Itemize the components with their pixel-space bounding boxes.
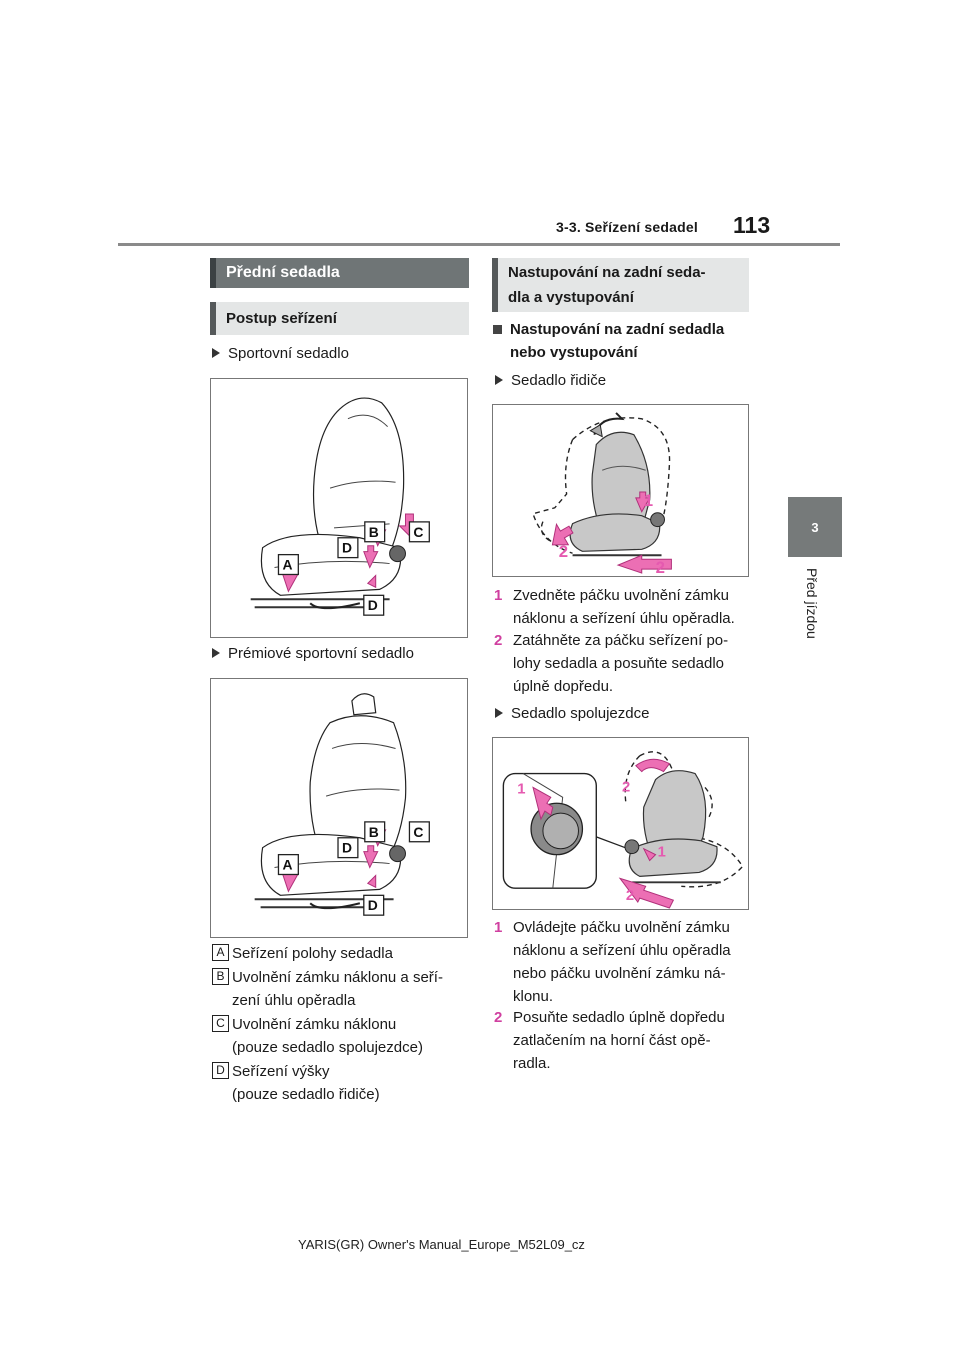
passenger-step-1-line1: Ovládejte páčku uvolnění zámku [513, 919, 730, 936]
fig-number-1: 1 [644, 491, 653, 510]
section-title-text: Přední sedadla [226, 264, 340, 281]
premium-seat-label: Prémiové sportovní sedadlo [212, 642, 414, 665]
sport-seat-label-text: Sportovní sedadlo [228, 345, 349, 362]
passenger-step-2-line1: Posuňte sedadlo úplně dopředu [513, 1009, 725, 1026]
passenger-step-1-number: 1 [494, 919, 503, 936]
fig4-number-2b: 2 [626, 888, 634, 904]
legend-item-b: B Uvolnění zámku náklonu a seří- zení úh… [212, 966, 472, 1012]
legend-key-c: C [212, 1015, 229, 1032]
driver-step-1-line2: náklonu a seřízení úhlu opěradla. [513, 610, 735, 627]
section-title-rear-line1: Nastupování na zadní seda- [508, 264, 706, 281]
fig2-label-d-bottom: D [368, 897, 378, 913]
premium-seat-figure: A B C D D [210, 678, 468, 938]
driver-seat-label-text: Sedadlo řidiče [511, 372, 607, 389]
legend-text-c: Uvolnění zámku náklonu [232, 1016, 397, 1033]
header-section-title: 3-3. Seřízení sedadel [556, 219, 698, 235]
passenger-step-2: 2 Posuňte sedadlo úplně dopředu zatlačen… [494, 1006, 756, 1075]
rear-entry-heading-line2: nebo vystupování [510, 344, 638, 361]
legend-text-d: Seřízení výšky [232, 1063, 330, 1080]
premium-seat-illustration: A B C D D [254, 693, 430, 916]
triangle-bullet-icon [495, 708, 503, 718]
passenger-step-2-number: 2 [494, 1009, 503, 1026]
fig-label-c: C [413, 524, 423, 540]
fig-number-2a: 2 [559, 542, 568, 561]
passenger-step-1: 1 Ovládejte páčku uvolnění zámku náklonu… [494, 916, 756, 1008]
subsection-title-text: Postup seřízení [226, 310, 337, 327]
premium-seat-label-text: Prémiové sportovní sedadlo [228, 645, 414, 662]
fig-label-d-top: D [342, 540, 352, 556]
fig4-number-1b: 1 [658, 845, 666, 861]
footer-manual-id: YARIS(GR) Owner's Manual_Europe_M52L09_c… [298, 1237, 585, 1252]
passenger-step-1-line4: klonu. [513, 988, 554, 1005]
fig4-number-1a: 1 [517, 781, 525, 797]
rear-entry-heading-line1: Nastupování na zadní sedadla [510, 321, 725, 338]
sport-seat-figure: A B C D D [210, 378, 468, 638]
legend-key-b: B [212, 968, 229, 985]
fig-label-d-bottom: D [368, 597, 378, 613]
legend-text-b-2: zení úhlu opěradla [232, 992, 356, 1009]
passenger-step-2-line2: zatlačením na horní část opě- [513, 1032, 711, 1049]
driver-step-2-line2: lohy sedadla a posuňte sedadlo [513, 655, 724, 672]
legend-key-d: D [212, 1062, 229, 1079]
fig4-number-2a: 2 [622, 779, 630, 795]
fig2-label-d-top: D [342, 840, 352, 856]
section-title-rear-entry: Nastupování na zadní seda- dla a vystupo… [492, 258, 749, 312]
driver-step-1-line1: Zvedněte páčku uvolnění zámku [513, 587, 729, 604]
driver-seat-label: Sedadlo řidiče [495, 369, 606, 392]
square-bullet-icon [493, 325, 502, 334]
passenger-seat-label-text: Sedadlo spolujezdce [511, 705, 650, 722]
legend-item-a: A Seřízení polohy sedadla [212, 942, 472, 965]
legend-key-a: A [212, 944, 229, 961]
passenger-step-1-line3: nebo páčku uvolnění zámku ná- [513, 965, 726, 982]
driver-step-2-line3: úplně dopředu. [513, 678, 614, 695]
legend-item-d: D Seřízení výšky (pouze sedadlo řidiče) [212, 1060, 472, 1106]
fig2-label-a: A [282, 857, 292, 873]
driver-seat-illustration: 1 2 2 [532, 412, 672, 576]
passenger-seat-illustration: 1 2 1 2 [502, 751, 744, 909]
chapter-title: Před jízdou [804, 568, 820, 639]
header-rule [118, 243, 840, 246]
driver-step-2: 2 Zatáhněte za páčku seřízení po- lohy s… [494, 629, 756, 698]
subsection-title-procedure: Postup seřízení [210, 302, 469, 335]
driver-step-1: 1 Zvedněte páčku uvolnění zámku náklonu … [494, 584, 756, 630]
legend-text-c-2: (pouze sedadlo spolujezdce) [232, 1039, 423, 1056]
triangle-bullet-icon [212, 648, 220, 658]
triangle-bullet-icon [495, 375, 503, 385]
rear-entry-heading: Nastupování na zadní sedadla nebo vystup… [493, 318, 753, 364]
legend-text-a: Seřízení polohy sedadla [232, 945, 393, 962]
legend-text-b: Uvolnění zámku náklonu a seří- [232, 969, 443, 986]
triangle-bullet-icon [212, 348, 220, 358]
legend-item-c: C Uvolnění zámku náklonu (pouze sedadlo … [212, 1013, 472, 1059]
passenger-seat-figure: 1 2 1 2 [492, 737, 749, 910]
driver-seat-figure: 1 2 2 [492, 404, 749, 577]
driver-step-1-number: 1 [494, 587, 503, 604]
passenger-seat-label: Sedadlo spolujezdce [495, 702, 649, 725]
sport-seat-label: Sportovní sedadlo [212, 342, 349, 365]
chapter-tab[interactable]: 3 [788, 497, 842, 557]
driver-step-2-number: 2 [494, 632, 503, 649]
fig2-label-b: B [369, 824, 379, 840]
page-number: 113 [733, 212, 771, 238]
driver-step-2-line1: Zatáhněte za páčku seřízení po- [513, 632, 729, 649]
passenger-step-1-line2: náklonu a seřízení úhlu opěradla [513, 942, 731, 959]
fig-label-a: A [282, 557, 292, 573]
passenger-step-2-line3: radla. [513, 1055, 551, 1072]
fig-label-b: B [369, 524, 379, 540]
legend-text-d-2: (pouze sedadlo řidiče) [232, 1086, 380, 1103]
chapter-number: 3 [811, 519, 819, 535]
sport-seat-illustration: A B C D D [250, 397, 430, 616]
fig2-label-c: C [413, 824, 423, 840]
section-title-rear-line2: dla a vystupování [508, 289, 634, 306]
fig-number-2b: 2 [656, 558, 665, 576]
section-title-front-seats: Přední sedadla [210, 258, 469, 288]
